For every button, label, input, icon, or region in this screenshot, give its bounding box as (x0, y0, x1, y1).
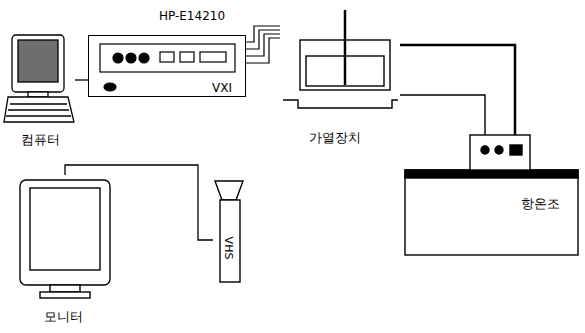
vxi-box: HP-E14210VXI (88, 35, 246, 97)
text-holder: VHS (221, 237, 240, 260)
wire-connector (246, 38, 280, 63)
device-label: 모니터 (44, 310, 83, 325)
heater-illustration (283, 10, 398, 108)
device-label: 항온조 (521, 197, 560, 212)
text-holder: VXI (212, 77, 232, 96)
computer-node: 컴퓨터 (5, 30, 75, 152)
monitor-node: 모니터 (15, 175, 115, 330)
bath-illustration (405, 135, 578, 255)
computer-icon (4, 35, 74, 122)
text-holder: 모니터 (44, 306, 83, 325)
text-holder: 가열장치 (309, 127, 361, 146)
wire-connector (246, 30, 280, 49)
text-holder: 컴퓨터 (21, 129, 60, 148)
device-label: VXI (212, 82, 232, 96)
model-label: HP-E14210 (159, 10, 225, 24)
text-holder: HP-E14210 (159, 5, 225, 24)
bath-node: 항온조 (405, 135, 578, 255)
monitor-icon (20, 180, 110, 298)
heater-node: 가열장치 (280, 20, 400, 147)
text-holder: 항온조 (521, 193, 560, 212)
vhs-illustration (215, 181, 243, 282)
wire-connector (400, 45, 515, 135)
wire-connector (65, 165, 213, 240)
vhs-node: VHS (213, 180, 245, 285)
device-label: VHS (221, 237, 234, 260)
device-label: 컴퓨터 (21, 133, 60, 148)
wire-connector (246, 34, 280, 56)
device-label: 가열장치 (309, 131, 361, 146)
wire-connector (75, 79, 88, 80)
wire-connector (400, 95, 485, 135)
